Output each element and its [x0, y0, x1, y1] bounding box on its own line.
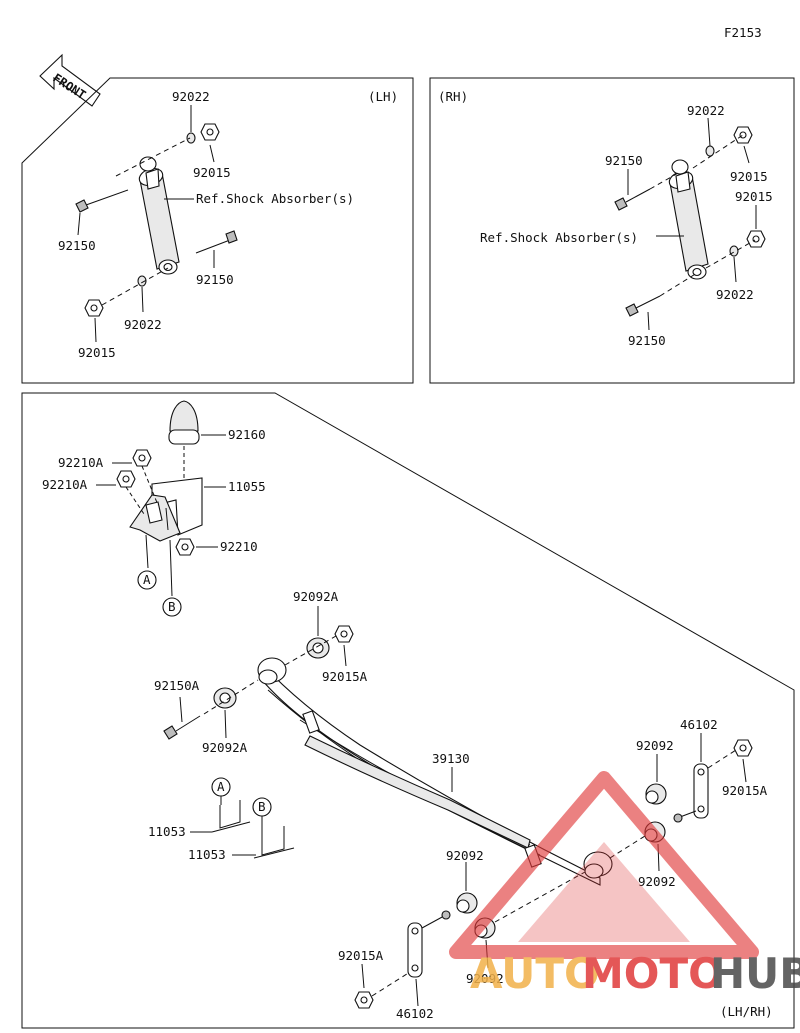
nut-92015-rh-mid	[746, 230, 766, 248]
leaf-spring-39130	[257, 657, 613, 886]
bushing-92092-upper	[645, 754, 667, 805]
reference-circle-b-label: B	[168, 599, 176, 614]
nut-92015-rh-top	[733, 126, 753, 144]
callout-46102: 46102	[680, 717, 718, 732]
callout-92150: 92150	[605, 153, 643, 168]
nut-92210	[175, 538, 218, 556]
nut-92015-lh-top	[200, 123, 220, 141]
callout-92210A: 92210A	[58, 455, 104, 470]
callout-92022: 92022	[716, 287, 754, 302]
reference-circle-a-2-label: A	[217, 779, 225, 794]
nut-92015A-right	[733, 739, 753, 783]
callout-39130: 39130	[432, 751, 470, 766]
callout-46102: 46102	[396, 1006, 434, 1021]
ref-shock-absorber-label: Ref.Shock Absorber(s)	[480, 230, 638, 245]
rh-panel: (RH)	[429, 77, 795, 384]
nut-92210A-2	[96, 470, 136, 488]
main-panel-corner-label: (LH/RH)	[720, 1004, 773, 1019]
lh-panel: (LH)	[21, 77, 414, 384]
callout-92015: 92015	[735, 189, 773, 204]
callout-92015: 92015	[730, 169, 768, 184]
reference-circle-a-label: A	[143, 572, 151, 587]
washer-92022-rh-top	[705, 145, 715, 157]
shock-absorber-rh	[668, 159, 709, 280]
callout-92015: 92015	[193, 165, 231, 180]
callout-92210: 92210	[220, 539, 258, 554]
u-bolt-11053-a	[190, 791, 251, 833]
nut-92015A-top	[334, 625, 354, 667]
washer-92022-rh-bottom	[729, 245, 739, 257]
callout-92022: 92022	[172, 89, 210, 104]
reference-circle-a-2: A	[211, 777, 231, 797]
watermark-text-moto: MOTO	[582, 949, 724, 998]
callout-92022: 92022	[124, 317, 162, 332]
u-bolt-11053-b	[232, 815, 295, 859]
lh-panel-title: (LH)	[368, 89, 398, 104]
watermark-text-auto: AUTO	[470, 949, 600, 998]
bolt-92150-lh-lower	[195, 230, 238, 254]
callout-92150: 92150	[628, 333, 666, 348]
shackle-46102-bottom	[407, 922, 423, 1007]
shackle-bolt-top	[673, 810, 697, 823]
bolt-92150-rh-upper	[614, 188, 651, 211]
bracket-11055	[129, 477, 226, 542]
bump-stop-92160	[168, 400, 226, 480]
callout-92092A: 92092A	[293, 589, 339, 604]
callout-11053: 11053	[188, 847, 226, 862]
callout-92150A: 92150A	[154, 678, 200, 693]
reference-circle-a: A	[137, 570, 157, 590]
callout-92015: 92015	[78, 345, 116, 360]
bushing-92092A-left	[213, 687, 237, 739]
figure-id: F2153	[724, 25, 762, 40]
bolt-92150-rh-lower	[625, 295, 661, 317]
nut-92015A-bottom	[354, 963, 374, 1009]
callout-92092: 92092	[636, 738, 674, 753]
nut-92210A-1	[112, 449, 152, 467]
callout-92150: 92150	[196, 272, 234, 287]
callout-92160: 92160	[228, 427, 266, 442]
callout-92092A: 92092A	[202, 740, 248, 755]
watermark-triangle-outer	[449, 771, 759, 959]
shackle-bolt-bottom	[421, 910, 451, 929]
callout-92092: 92092	[466, 971, 504, 986]
washer-92022-lh-bottom	[137, 275, 147, 287]
callout-92150: 92150	[58, 238, 96, 253]
callout-92015A: 92015A	[338, 948, 384, 963]
nut-92015-lh-bottom	[84, 299, 104, 317]
callout-11055: 11055	[228, 479, 266, 494]
callout-92022: 92022	[687, 103, 725, 118]
rh-panel-title: (RH)	[438, 89, 468, 104]
washer-92022-lh-top	[186, 132, 196, 144]
reference-circle-b-2-label: B	[258, 799, 266, 814]
callout-92092: 92092	[638, 874, 676, 889]
watermark-triangle-inner	[518, 842, 690, 942]
callout-92092: 92092	[446, 848, 484, 863]
ref-shock-absorber-label: Ref.Shock Absorber(s)	[196, 191, 354, 206]
bushing-92092A-top	[306, 606, 330, 659]
callout-92015A: 92015A	[722, 783, 768, 798]
shock-absorber-lh	[138, 156, 180, 275]
front-direction-arrow: FRONT	[39, 53, 101, 107]
bolt-92150-lh-upper	[75, 189, 129, 213]
callout-11053: 11053	[148, 824, 186, 839]
reference-circle-b: B	[162, 597, 182, 617]
bolt-92150A	[163, 696, 201, 740]
watermark-logo: AUTO MOTO HUB	[449, 771, 800, 998]
watermark-text-hub: HUB	[710, 949, 800, 998]
bushing-92092-left	[456, 862, 478, 914]
shackle-46102-top	[693, 733, 709, 819]
callout-92210A: 92210A	[42, 477, 88, 492]
reference-circle-b-2: B	[252, 797, 272, 817]
callout-92015A: 92015A	[322, 669, 368, 684]
